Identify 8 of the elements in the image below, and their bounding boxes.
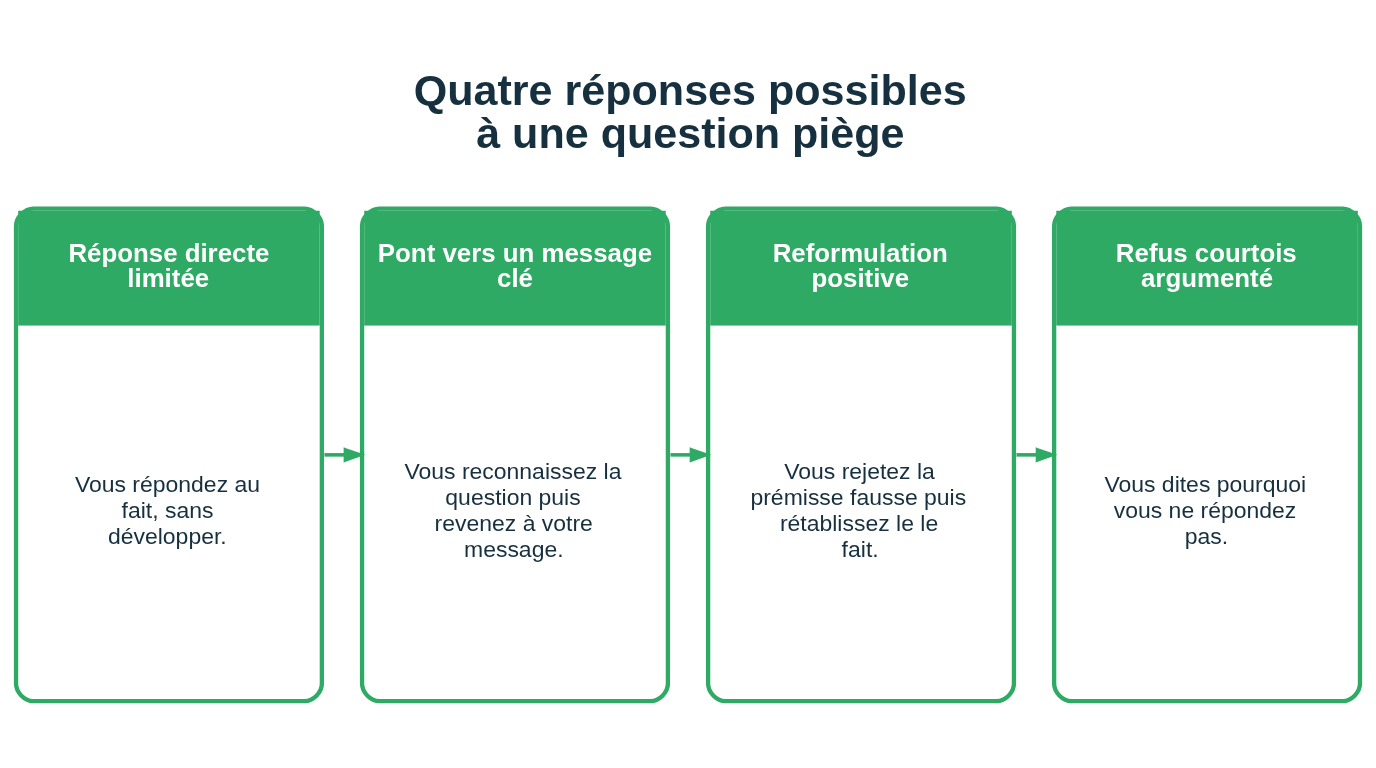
node-box: Refus courtois argumenté Vous dites pourquoi vous ne répondez pas. — [1052, 205, 1363, 703]
arrow — [1016, 446, 1058, 462]
node-box: Reformulation positive Vous rejetez la prémisse fausse puis rétablissez le le fait. — [705, 205, 1017, 703]
node-box: Réponse directe limitée Vous répondez au fait, sans développer. — [13, 205, 324, 703]
arrow — [670, 446, 712, 462]
arrow — [324, 446, 366, 462]
node-box: Pont vers un message clé Vous reconnaissez la question puis revenez à votre message. — [359, 205, 671, 703]
diagram-title: Quatre réponses possibles à une question piège — [413, 65, 967, 157]
